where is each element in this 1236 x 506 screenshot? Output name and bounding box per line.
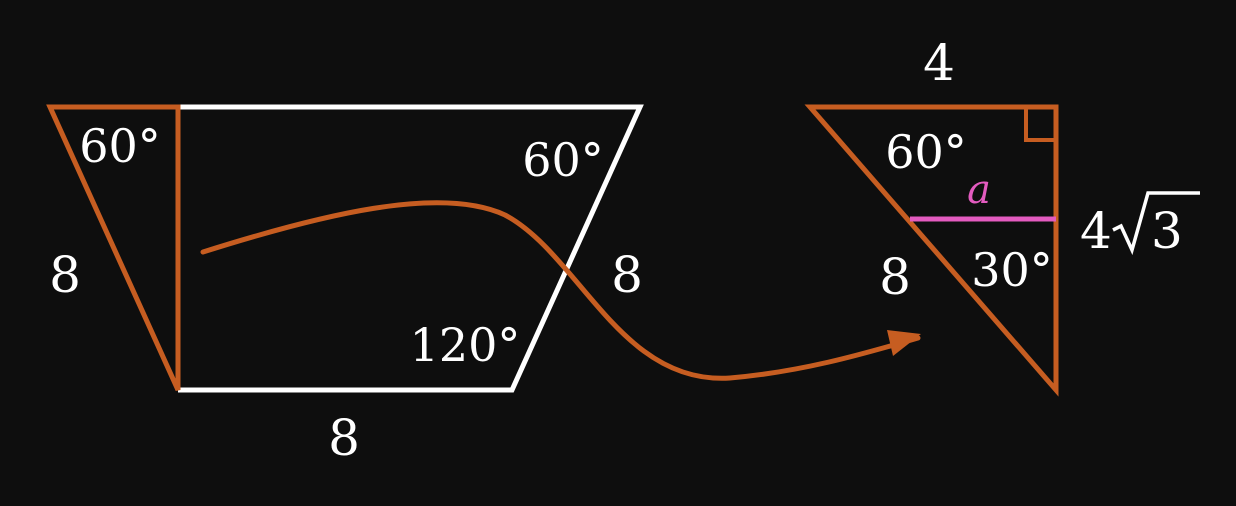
triangle-angle-top-label: 60° [885,125,967,179]
top-side-label: 4 [923,34,955,92]
triangle-angle-bottom-label: 30° [971,243,1053,297]
right-side-label: 8 [611,246,643,304]
right-side-coefficient: 4 [1080,202,1112,260]
right-angle-marker [1024,107,1056,142]
left-cut-triangle [46,104,181,392]
right-side-label: 4 3 [1080,191,1200,260]
segment-a-label: a [967,167,991,213]
angle-bottom-right-label: 120° [410,318,521,372]
right-side-radicand: 3 [1151,202,1183,260]
trapezoid-outline [178,104,644,393]
angle-top-right-label: 60° [522,133,604,187]
arrowhead-icon [887,330,921,356]
transfer-arrow [200,200,921,381]
bottom-side-label: 8 [328,409,360,467]
right-triangle [804,104,1059,397]
angle-top-left-label: 60° [79,119,161,173]
left-side-label: 8 [49,246,81,304]
hypotenuse-label: 8 [879,248,911,306]
radical-sign-icon [1112,191,1200,256]
